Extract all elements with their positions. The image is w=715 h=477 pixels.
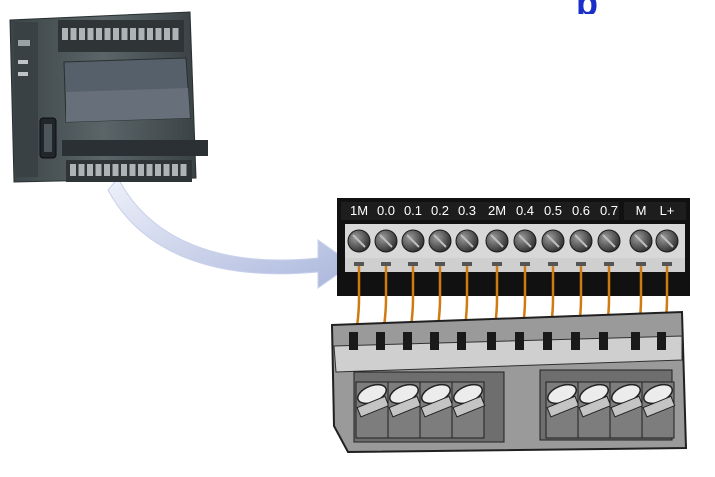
plc-pin — [79, 28, 85, 40]
terminal-slot — [462, 262, 472, 266]
terminal-label-0-2: 0.2 — [430, 203, 450, 218]
plug-lever — [419, 381, 454, 439]
terminal-slot — [492, 262, 502, 266]
terminal-screw — [655, 229, 679, 253]
plc-module-icon — [9, 11, 208, 183]
plc-pin — [113, 28, 119, 40]
plc-pin — [172, 28, 179, 40]
plc-pin — [121, 164, 127, 176]
plug-tab — [543, 332, 552, 350]
terminal-block-icon — [337, 198, 690, 296]
plc-pin — [163, 164, 170, 176]
plc-pin — [155, 28, 162, 40]
terminal-slot — [548, 262, 558, 266]
terminal-screw — [374, 229, 398, 253]
terminal-label-0-6: 0.6 — [571, 203, 591, 218]
plug-tab — [403, 332, 412, 350]
plc-pin — [78, 164, 85, 176]
terminal-label-1M: 1M — [349, 203, 369, 218]
terminal-slot — [381, 262, 391, 266]
plug-tab — [599, 332, 608, 350]
plug-tab — [515, 332, 524, 350]
terminal-label-0-3: 0.3 — [457, 203, 477, 218]
terminal-screw — [541, 229, 565, 253]
plc-pin — [87, 28, 94, 40]
plug-tab — [631, 332, 640, 350]
plug-lever — [451, 381, 486, 439]
plug-tab — [376, 332, 385, 350]
plug-tab — [349, 332, 358, 350]
terminal-slot — [604, 262, 614, 266]
terminal-screw — [569, 229, 593, 253]
plug-lever — [577, 381, 612, 439]
connector-plug-icon — [330, 310, 688, 454]
terminal-slot — [662, 262, 672, 266]
plc-pin — [146, 164, 153, 176]
plc-pin — [164, 28, 170, 40]
plc-pin — [96, 28, 102, 40]
plc-pin — [87, 164, 93, 176]
terminal-slot — [354, 262, 364, 266]
terminal-label-0-0: 0.0 — [376, 203, 396, 218]
partial-heading-glyph: p — [576, 0, 616, 14]
terminal-slot — [520, 262, 530, 266]
plc-pin — [70, 164, 76, 176]
plc-pin — [104, 164, 110, 176]
terminal-slot — [636, 262, 646, 266]
plc-pin — [180, 164, 187, 176]
plc-pin — [121, 28, 128, 40]
plc-pin — [155, 164, 161, 176]
plug-lever — [545, 381, 580, 439]
plc-pin — [104, 28, 111, 40]
terminal-label-0-7: 0.7 — [599, 203, 619, 218]
terminal-screw — [347, 229, 371, 253]
terminal-label-0-1: 0.1 — [403, 203, 423, 218]
plc-pin — [130, 28, 136, 40]
terminal-label-L-: L+ — [659, 203, 675, 218]
plc-pin — [62, 28, 68, 40]
terminal-label-0-5: 0.5 — [543, 203, 563, 218]
plc-pin — [172, 164, 178, 176]
terminal-slot — [576, 262, 586, 266]
plc-pin — [138, 28, 145, 40]
plug-lever — [609, 381, 644, 439]
terminal-screw — [513, 229, 537, 253]
plc-pin — [138, 164, 144, 176]
terminal-screw — [401, 229, 425, 253]
plug-lever — [387, 381, 422, 439]
terminal-slot — [408, 262, 418, 266]
plc-pin — [112, 164, 119, 176]
terminal-slot — [435, 262, 445, 266]
plc-pin — [70, 28, 77, 40]
plc-pin — [95, 164, 102, 176]
plc-pin — [129, 164, 136, 176]
plug-tab — [457, 332, 466, 350]
plug-tab — [571, 332, 580, 350]
terminal-screw — [455, 229, 479, 253]
terminal-screw — [485, 229, 509, 253]
terminal-label-2M: 2M — [487, 203, 507, 218]
arrow-icon — [107, 177, 353, 289]
terminal-label-0-4: 0.4 — [515, 203, 535, 218]
terminal-label-M: M — [635, 203, 647, 218]
terminal-screw — [629, 229, 653, 253]
plug-lever — [641, 381, 676, 439]
plug-lever — [355, 381, 390, 439]
plug-tab — [487, 332, 496, 350]
terminal-screw — [428, 229, 452, 253]
plc-pin — [147, 28, 153, 40]
plug-tab — [657, 332, 666, 350]
plug-tab — [430, 332, 439, 350]
terminal-screw — [597, 229, 621, 253]
